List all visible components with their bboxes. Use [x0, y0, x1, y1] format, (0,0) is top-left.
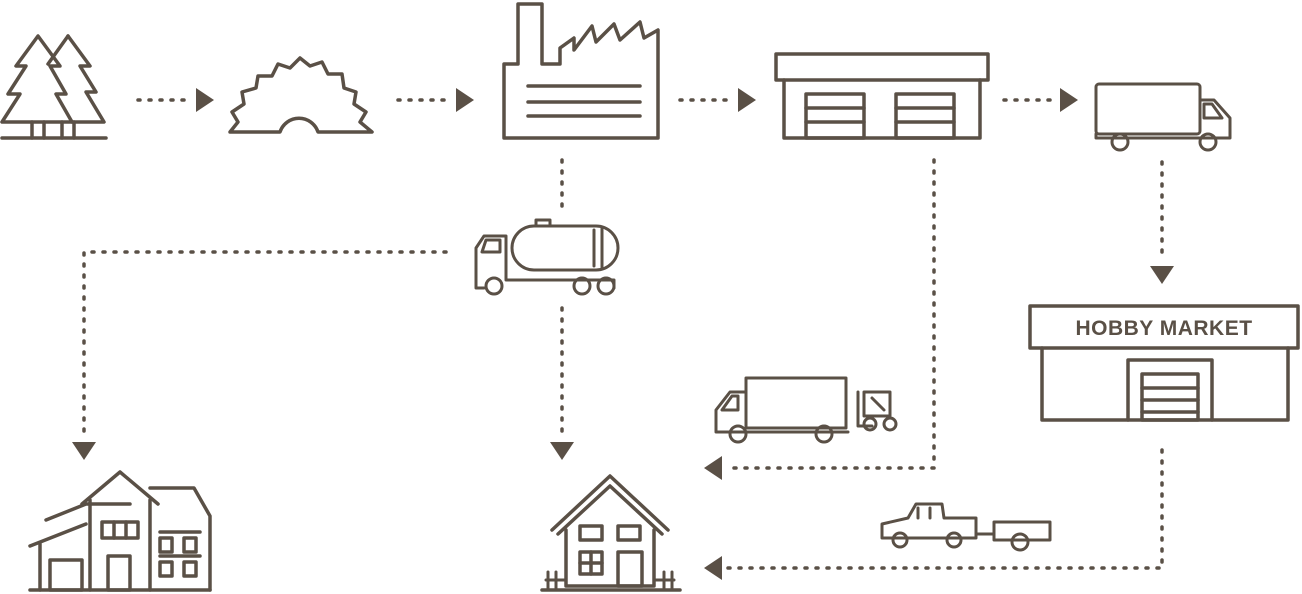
connector-truck-to-hobby-market — [1150, 160, 1174, 284]
pine-trees-icon — [0, 34, 108, 140]
apartment-building-icon — [28, 470, 212, 592]
connector-forest-to-sawmill — [136, 88, 214, 112]
warehouse-icon — [774, 52, 990, 140]
hobby-market-sign: HOBBY MARKET — [1075, 317, 1252, 340]
connector-hobby-market-to-house — [704, 448, 1164, 580]
factory-icon — [502, 2, 660, 140]
connector-tanker-to-apartment — [72, 250, 448, 460]
connector-sawmill-to-factory — [396, 88, 474, 112]
connector-factory-to-warehouse — [678, 88, 756, 112]
truck-icon — [1094, 82, 1232, 152]
pickup-with-trailer-icon — [880, 502, 1052, 552]
store-icon — [1028, 304, 1300, 422]
truck-with-forklift-icon — [714, 376, 898, 444]
house-icon — [540, 474, 682, 592]
connector-warehouse-to-truck — [1002, 88, 1078, 112]
connector-warehouse-to-house — [704, 158, 936, 480]
saw-blade-icon — [228, 56, 374, 134]
tanker-truck-icon — [474, 218, 620, 296]
connector-tanker-to-house — [550, 306, 574, 460]
